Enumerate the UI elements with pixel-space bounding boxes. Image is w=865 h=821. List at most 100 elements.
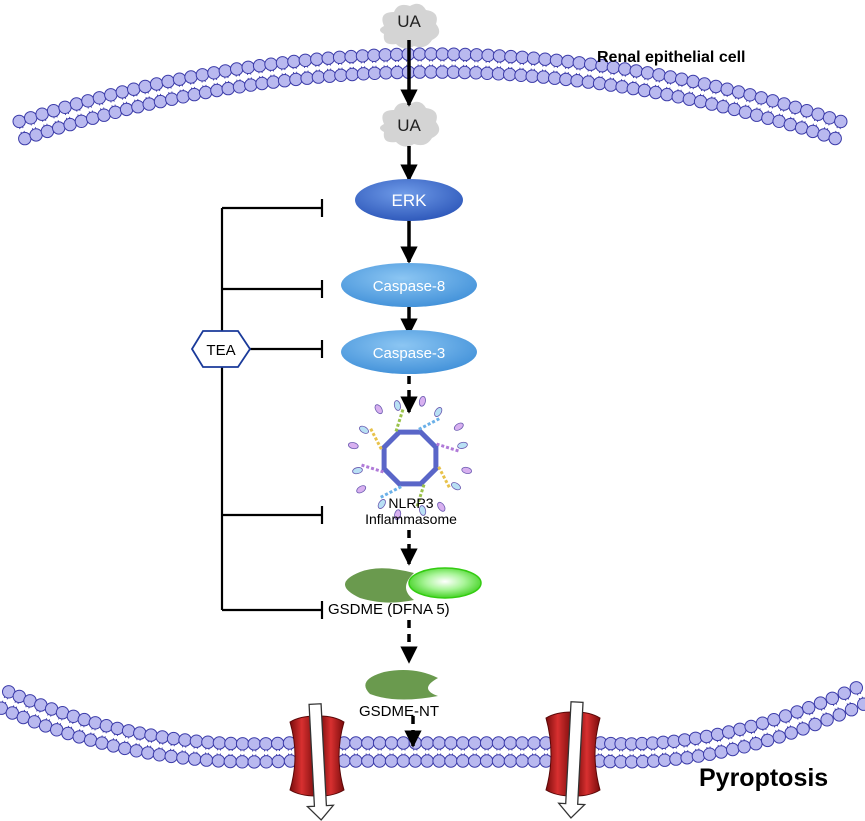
phospholipid-head [131, 100, 145, 114]
phospholipid-head [527, 736, 541, 750]
phospholipid-head [726, 742, 740, 757]
phospholipid-head [678, 733, 692, 747]
ua-outside-label: UA [397, 12, 421, 31]
phospholipid-head [822, 111, 837, 125]
phospholipid-head [766, 94, 780, 108]
phospholipid-head [74, 114, 89, 129]
phospholipid-head [161, 74, 175, 89]
phospholipid-head [384, 736, 399, 750]
phospholipid-head [749, 737, 763, 751]
phospholipid-head [592, 76, 607, 91]
phospholipid-head [503, 67, 517, 82]
phospholipid-head [796, 722, 810, 736]
phospholipid-head [581, 75, 596, 89]
phospholipid-head [271, 754, 285, 769]
phospholipid-head [755, 716, 770, 730]
phospholipid-head [479, 754, 494, 768]
phospholipid-head [266, 75, 280, 89]
phospholipid-head [857, 697, 865, 711]
phospholipid-head [731, 85, 746, 99]
phospholipid-head [144, 728, 158, 742]
phospholipid-head [189, 734, 204, 748]
phospholipid-head [129, 744, 144, 758]
caspase-3-node: Caspase-3 [341, 330, 477, 374]
phospholipid-head [0, 701, 8, 715]
phospholipid-head [688, 731, 703, 745]
tea-inhibition-lines [220, 199, 324, 619]
phospholipid-head [699, 729, 714, 744]
pyroptosis-label: Pyroptosis [699, 764, 828, 792]
phospholipid-head [368, 66, 382, 81]
phospholipid-head [321, 51, 335, 65]
phospholipid-head [349, 736, 363, 750]
phospholipid-head [514, 68, 528, 83]
phospholipid-head [680, 751, 694, 765]
phospholipid-head [396, 736, 411, 750]
tea-node: TEA [190, 330, 252, 368]
dashed-arrows [400, 376, 422, 748]
phospholipid-head [106, 739, 121, 753]
phospholipid-head [705, 97, 719, 111]
phospholipid-head [772, 730, 786, 744]
phospholipid-head [447, 47, 461, 61]
phospholipid-head [693, 94, 708, 109]
phospholipid-head [420, 754, 434, 768]
phospholipid-head [72, 730, 86, 744]
phospholipid-head [790, 705, 804, 719]
phospholipid-head [384, 754, 399, 768]
phospholipid-head [40, 124, 55, 139]
phospholipid-head [289, 72, 303, 87]
phospholipid-head [722, 725, 736, 739]
phospholipid-head [408, 754, 422, 768]
erk-node: ERK [355, 179, 463, 221]
cell-label: Renal epithelial cell [597, 49, 746, 66]
phospholipid-head [356, 67, 371, 81]
phospholipid-head [800, 104, 814, 118]
phospholipid-head [300, 71, 314, 85]
caspase-8-node: Caspase-8 [341, 263, 477, 307]
phospholipid-head [108, 105, 123, 120]
phospholipid-head [259, 737, 273, 751]
phospholipid-head [469, 48, 484, 62]
phospholipid-head [536, 70, 551, 84]
phospholipid-head [184, 70, 198, 84]
phospholipid-head [95, 736, 109, 750]
phospholipid-head [52, 121, 66, 135]
phospholipid-head [660, 87, 674, 102]
phospholipid-head [691, 749, 706, 763]
phospholipid-head [626, 81, 640, 96]
phospholipid-head [232, 80, 247, 94]
phospholipid-head [38, 719, 53, 733]
phospholipid-head [828, 131, 842, 146]
phospholipid-head [811, 107, 825, 121]
phospholipid-head [275, 56, 290, 70]
phospholipid-head [784, 726, 798, 740]
phospholipid-head [794, 121, 809, 135]
phospholipid-head [703, 747, 717, 761]
phospholipid-head [310, 52, 324, 66]
phospholipid-head [198, 85, 213, 100]
phospholipid-head [119, 102, 134, 117]
phospholipid-head [24, 111, 38, 125]
phospholipid-head [372, 754, 387, 768]
phospholipid-head [104, 88, 118, 102]
phospholipid-head [716, 100, 730, 114]
phospholipid-head [390, 65, 404, 80]
phospholipid-head [176, 90, 190, 104]
phospholipid-head [61, 726, 75, 741]
left-gsdme-pore [289, 703, 345, 821]
phospholipid-head [58, 100, 72, 115]
phospholipid-head [16, 710, 30, 725]
phospholipid-head [241, 60, 255, 75]
phospholipid-head [99, 719, 114, 733]
phospholipid-head [491, 754, 506, 768]
phospholipid-head [121, 724, 136, 738]
phospholipid-head [527, 754, 541, 768]
phospholipid-head [424, 47, 438, 61]
phospholipid-head [277, 74, 292, 88]
phospholipid-head [390, 47, 404, 62]
phospholipid-head [469, 66, 483, 80]
phospholipid-head [456, 754, 470, 768]
phospholipid-head [83, 733, 98, 747]
phospholipid-head [235, 755, 249, 769]
